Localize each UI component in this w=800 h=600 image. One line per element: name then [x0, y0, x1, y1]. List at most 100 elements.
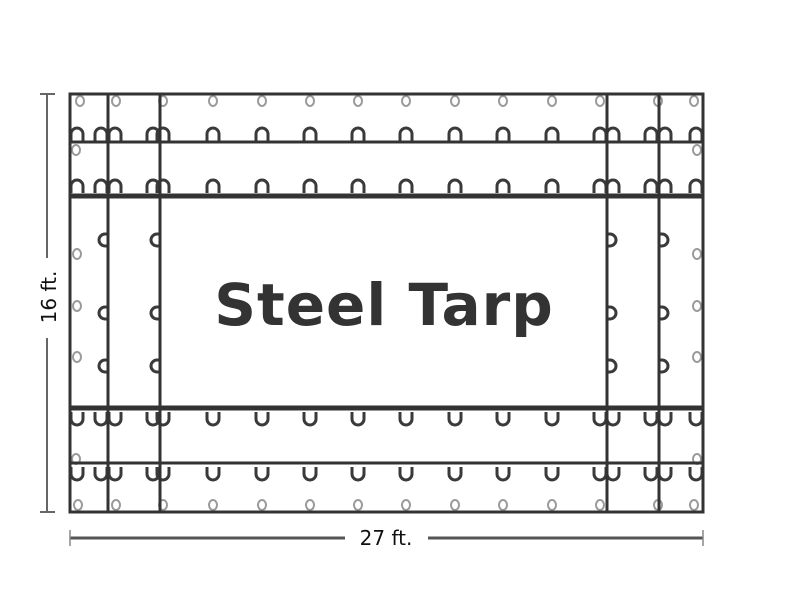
d-ring-icon [93, 126, 109, 141]
grommet-icon [71, 144, 81, 156]
tarp-title: Steel Tarp [214, 271, 554, 339]
d-ring-icon [350, 412, 366, 427]
d-ring-icon [447, 412, 463, 427]
d-ring-icon [605, 178, 621, 193]
d-ring-icon [93, 467, 109, 482]
grommet-icon [689, 499, 699, 511]
d-ring-icon [254, 126, 270, 141]
d-ring-icon [302, 412, 318, 427]
grommet-icon [498, 499, 508, 511]
width-dimension-ticks [69, 530, 704, 546]
grommet-icon [595, 499, 605, 511]
d-ring-icon [592, 178, 608, 193]
grommet-icon [353, 499, 363, 511]
d-ring-icon [643, 467, 659, 482]
d-ring-icon [107, 126, 123, 141]
d-ring-icon [155, 412, 171, 427]
d-ring-icon [688, 126, 704, 141]
d-ring-icon [107, 467, 123, 482]
d-ring-icon [657, 467, 673, 482]
d-ring-icon [495, 467, 511, 482]
d-ring-icon [398, 126, 414, 141]
d-ring-icon [495, 178, 511, 193]
d-ring-icon [688, 178, 704, 193]
grommet-icon [111, 95, 121, 107]
grommet-icon [73, 499, 83, 511]
d-ring-icon [659, 232, 670, 248]
d-ring-icon [93, 412, 109, 427]
grommet-icon [353, 95, 363, 107]
d-ring-icon [149, 358, 160, 374]
tarp-outline [68, 92, 705, 514]
d-ring-icon [495, 126, 511, 141]
grommet-icon [401, 499, 411, 511]
d-ring-icon [93, 178, 109, 193]
d-ring-icon [657, 126, 673, 141]
grommet-icon [72, 300, 82, 312]
d-ring-icon [302, 178, 318, 193]
d-ring-icon [155, 126, 171, 141]
d-ring-icon [205, 126, 221, 141]
d-ring-icon [205, 412, 221, 427]
grommet-icon [305, 499, 315, 511]
d-ring-icon [254, 467, 270, 482]
d-ring-icon [495, 412, 511, 427]
d-ring-icon [544, 412, 560, 427]
d-ring-icon [643, 178, 659, 193]
d-ring-icon [69, 467, 85, 482]
d-ring-icon [97, 232, 108, 248]
d-ring-icon [155, 467, 171, 482]
d-ring-icon [69, 412, 85, 427]
grommet-icon [257, 499, 267, 511]
d-ring-icon [607, 305, 618, 321]
d-ring-icon [592, 126, 608, 141]
d-ring-icon [605, 412, 621, 427]
grommet-icon [401, 95, 411, 107]
width-label: 27 ft. [360, 526, 413, 550]
grommet-icon [692, 351, 702, 363]
height-label: 16 ft. [37, 271, 61, 324]
grommet-icon [692, 248, 702, 260]
grommet-icon [450, 499, 460, 511]
d-ring-icon [69, 126, 85, 141]
d-ring-icon [350, 178, 366, 193]
grommet-icon [498, 95, 508, 107]
grommet-icon [547, 499, 557, 511]
grommet-icon [595, 95, 605, 107]
edge-grommets [71, 95, 702, 511]
d-ring-icon [205, 178, 221, 193]
d-ring-icon [544, 467, 560, 482]
d-ring-icon [97, 358, 108, 374]
height-label-bg [30, 258, 66, 338]
d-ring-icon [302, 467, 318, 482]
d-ring-icon [688, 467, 704, 482]
d-ring-icon [605, 126, 621, 141]
d-ring-icon [107, 178, 123, 193]
grommet-icon [257, 95, 267, 107]
d-ring-icon [657, 412, 673, 427]
grommet-icon [75, 95, 85, 107]
d-ring-icon [447, 467, 463, 482]
d-ring-icon [205, 467, 221, 482]
d-ring-icon [544, 178, 560, 193]
d-ring-icon [659, 358, 670, 374]
d-ring-icon [69, 178, 85, 193]
grommet-icon [208, 95, 218, 107]
grommet-icon [450, 95, 460, 107]
d-ring-icon [398, 467, 414, 482]
d-ring-icon [659, 305, 670, 321]
d-ring-icon [254, 178, 270, 193]
d-ring-icon [607, 232, 618, 248]
grommet-icon [692, 144, 702, 156]
grommet-icon [72, 248, 82, 260]
d-ring-icon [657, 178, 673, 193]
d-ring-icon [350, 126, 366, 141]
d-ring-icon [155, 178, 171, 193]
d-ring-icon [350, 467, 366, 482]
d-ring-icon [398, 412, 414, 427]
grommet-icon [692, 300, 702, 312]
d-ring-icon [643, 412, 659, 427]
grommet-icon [208, 499, 218, 511]
d-ring-icon [688, 412, 704, 427]
